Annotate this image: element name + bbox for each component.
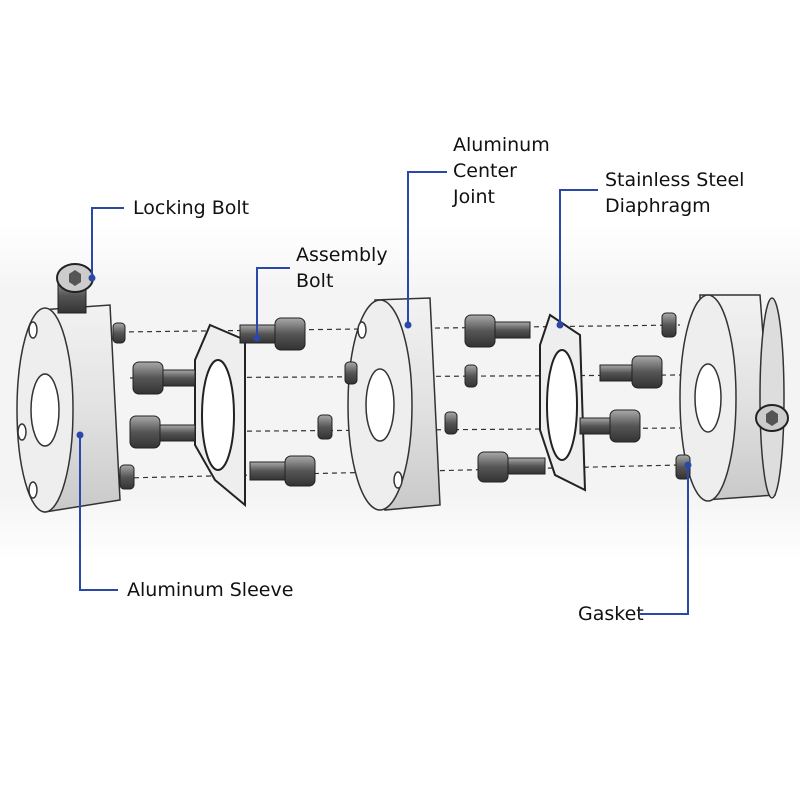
label-assembly-bolt-line2: Bolt [296,270,334,292]
label-center-joint-line3: Joint [453,186,495,208]
label-gasket: Gasket [578,603,644,625]
label-center-joint-line2: Center [453,160,517,182]
leader-lines [79,171,689,615]
aluminum-sleeve [16,304,121,513]
diaphragm-left [194,323,246,508]
label-aluminum-sleeve: Aluminum Sleeve [127,579,294,601]
label-diaphragm-line1: Stainless Steel [605,169,745,191]
label-diaphragm-line2: Diaphragm [605,195,711,217]
aluminum-sleeve-right [679,294,785,502]
leader-dots [76,274,692,469]
assembly-bolts [112,312,691,490]
label-center-joint-line1: Aluminum [453,134,550,156]
diaphragm-right [539,313,587,492]
locking-bolt-right [755,404,789,432]
label-assembly-bolt-line1: Assembly [296,244,388,266]
label-locking-bolt: Locking Bolt [133,197,250,219]
aluminum-center-joint [347,297,441,511]
locking-bolt [56,263,94,314]
